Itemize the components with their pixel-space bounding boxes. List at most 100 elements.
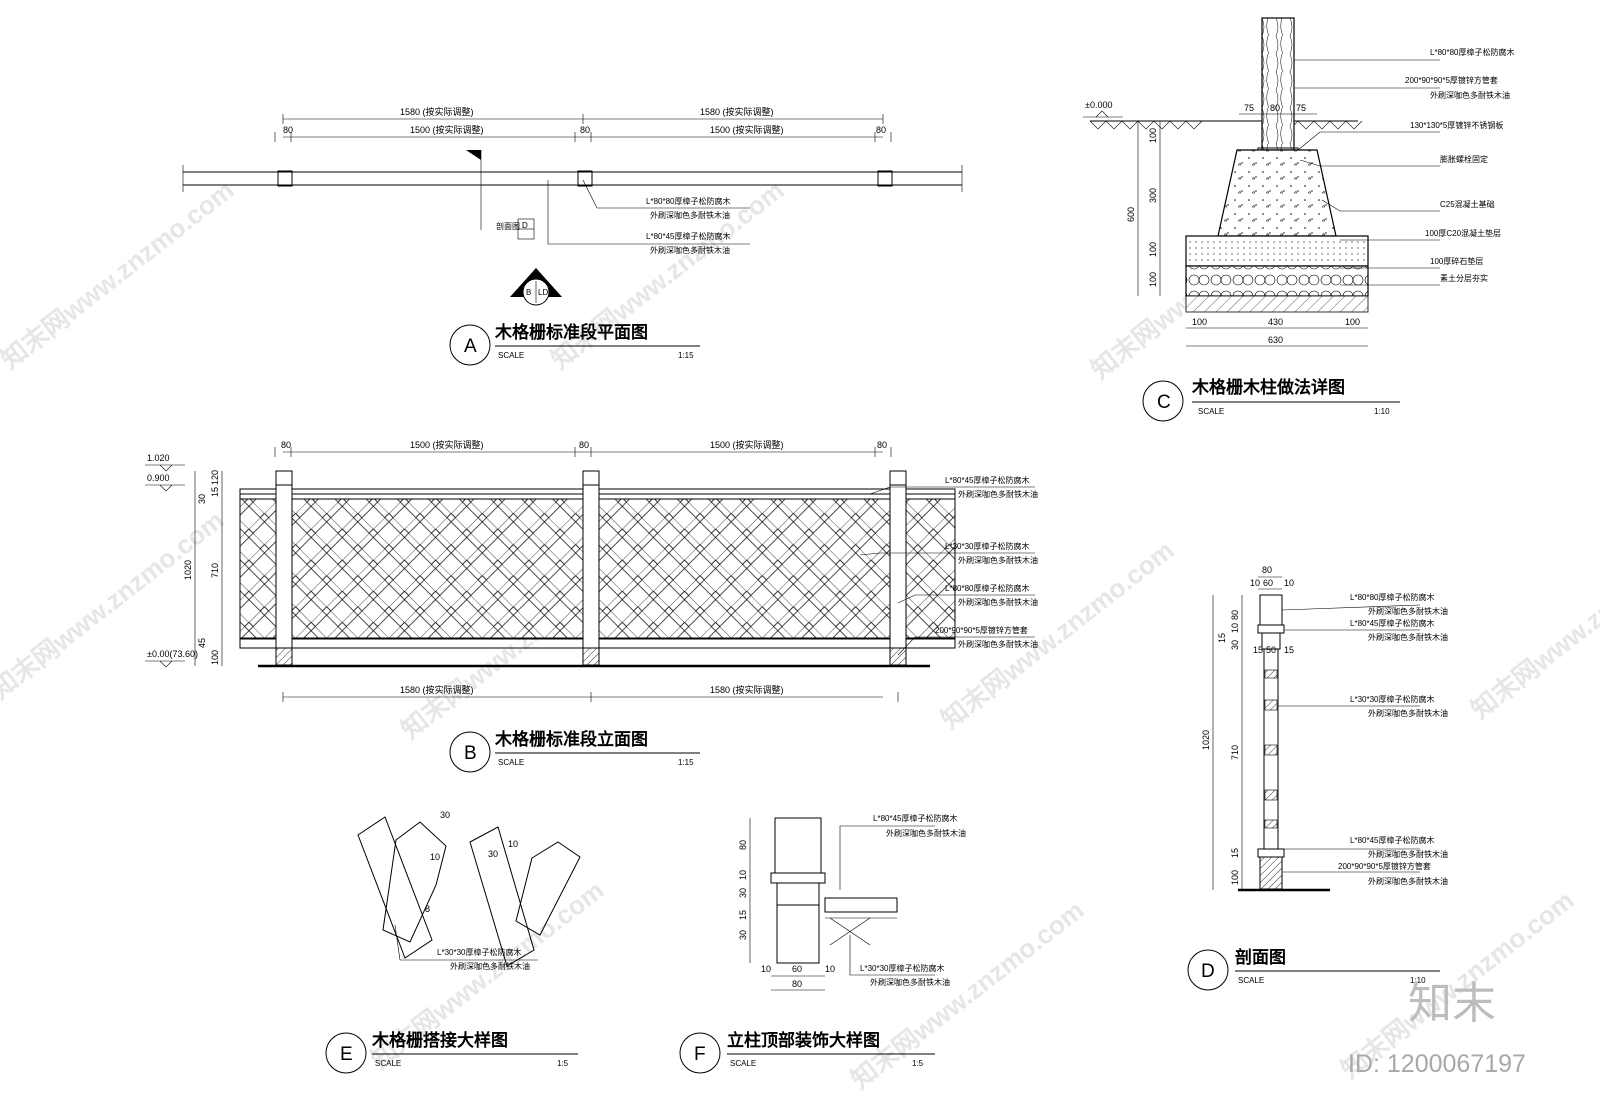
post-note-1: L*80*80厚樟子松防腐木 — [1430, 47, 1514, 57]
view-f-cap-detail: 80 10 30 15 30 10 60 10 80 L*80*45厚樟子松防腐… — [738, 813, 966, 991]
brand-logo-text: 知末 — [1408, 979, 1496, 1028]
elev-note-post-finish: 外刷深咖色多耐铁木油 — [958, 597, 1038, 607]
cap-dim-10: 10 — [825, 964, 835, 974]
title-block-d: D 剖面图 SCALE 1:10 — [1187, 947, 1440, 991]
scale-value: 1:15 — [678, 351, 694, 360]
view-tag: B — [464, 743, 477, 764]
plan-note-post-finish: 外刷深咖色多耐铁木油 — [650, 210, 730, 220]
view-title: 木格栅标准段平面图 — [494, 322, 648, 342]
view-title: 立柱顶部装饰大样图 — [727, 1030, 880, 1050]
scale-label: SCALE — [498, 351, 524, 360]
section-note-10: 外刷深咖色多耐铁木油 — [1368, 876, 1448, 886]
scale-value: 1:5 — [912, 1059, 924, 1068]
lap-dim: 8 — [425, 904, 430, 914]
elev-note-rail: L*80*45厚樟子松防腐木 — [945, 475, 1029, 485]
dim-80: 80 — [281, 440, 291, 450]
section-note-6: 外刷深咖色多耐铁木油 — [1368, 708, 1448, 718]
watermark-text: 知末网www.znzmo.com — [0, 175, 239, 375]
cap-dim-10: 10 — [761, 964, 771, 974]
section-ref-letter: D — [522, 221, 528, 230]
lap-note-2: 外刷深咖色多耐铁木油 — [450, 961, 530, 971]
post-note-3: 外刷深咖色多耐铁木油 — [1430, 90, 1510, 100]
dim-15: 15 — [1284, 645, 1294, 655]
dim-total: 1020 — [1201, 730, 1211, 750]
dim-100: 100 — [1148, 272, 1158, 287]
post-note-8: 100厚碎石垫层 — [1430, 256, 1483, 266]
dim-80: 80 — [876, 125, 886, 135]
cap-dim-30: 30 — [738, 930, 748, 940]
lap-dim: 30 — [488, 849, 498, 859]
cap-dim-60: 60 — [792, 964, 802, 974]
view-b-elevation: 80 80 80 1500 (按实际调整) 1500 (按实际调整) 1.020… — [145, 439, 1038, 702]
cap-note-3: L*30*30厚樟子松防腐木 — [860, 963, 944, 973]
lap-dim: 10 — [430, 852, 440, 862]
level-mid: 0.900 — [147, 473, 170, 483]
elev-note-lattice: L*30*30厚樟子松防腐木 — [945, 541, 1029, 551]
section-note-4: 外刷深咖色多耐铁木油 — [1368, 632, 1448, 642]
watermark-text: 知末网www.znzmo.com — [1465, 525, 1600, 725]
dim-15: 15 — [1217, 633, 1227, 643]
dim-75: 75 — [1296, 103, 1306, 113]
section-note-8: 外刷深咖色多耐铁木油 — [1368, 849, 1448, 859]
dim-60: 60 — [1263, 578, 1273, 588]
dim-710: 710 — [1230, 745, 1240, 760]
dim-300: 300 — [1148, 188, 1158, 203]
dim-80: 80 — [579, 440, 589, 450]
dim-15: 15 — [210, 487, 220, 497]
dim-80: 80 — [580, 125, 590, 135]
view-title: 木格栅搭接大样图 — [371, 1030, 508, 1050]
section-note-5: L*30*30厚樟子松防腐木 — [1350, 694, 1434, 704]
dim-1500-right: 1500 (按实际调整) — [710, 439, 784, 450]
plan-note-post: L*80*80厚樟子松防腐木 — [646, 196, 730, 206]
view-c-post-detail: ±0.000 75 80 75 100 300 600 100 100 100 … — [1083, 17, 1514, 347]
elev-note-sleeve-finish: 外刷深咖色多耐铁木油 — [958, 639, 1038, 649]
view-title: 木格栅木柱做法详图 — [1191, 377, 1345, 397]
view-tag: C — [1157, 392, 1171, 413]
dim-1580-left: 1580 (按实际调整) — [400, 106, 474, 117]
title-block-c: C 木格栅木柱做法详图 SCALE 1:10 — [1142, 377, 1400, 422]
cap-dim-15: 15 — [738, 910, 748, 920]
dim-30: 30 — [1230, 640, 1240, 650]
title-block-e: E 木格栅搭接大样图 SCALE 1:5 — [325, 1030, 578, 1074]
scale-value: 1:15 — [678, 758, 694, 767]
post-note-5: 膨胀螺栓固定 — [1440, 154, 1488, 164]
cap-note-2: 外刷深咖色多耐铁木油 — [886, 828, 966, 838]
dim-80: 80 — [1230, 610, 1240, 620]
level-top: 1.020 — [147, 453, 170, 463]
scale-label: SCALE — [375, 1059, 401, 1068]
symbol-right: LD — [538, 288, 548, 297]
dim-100: 100 — [1192, 317, 1207, 327]
section-ref-label: 剖面图 — [496, 221, 520, 231]
dim-1500-left: 1500 (按实际调整) — [410, 124, 484, 135]
dim-10: 10 — [1284, 578, 1294, 588]
cap-dim-80: 80 — [738, 840, 748, 850]
symbol-left: B — [526, 288, 531, 297]
dim-15: 15 — [1230, 848, 1240, 858]
dim-50: 50 — [1266, 645, 1276, 655]
dim-100: 100 — [1148, 128, 1158, 143]
dim-1580-right: 1580 (按实际调整) — [710, 684, 784, 695]
scale-label: SCALE — [1198, 407, 1224, 416]
section-note-2: 外刷深咖色多耐铁木油 — [1368, 606, 1448, 616]
dim-75: 75 — [1244, 103, 1254, 113]
section-note-7: L*80*45厚樟子松防腐木 — [1350, 835, 1434, 845]
view-a-plan: 1580 (按实际调整) 1580 (按实际调整) 80 80 80 1500 … — [182, 106, 963, 306]
image-id-label: ID: 1200067197 — [1348, 1050, 1526, 1078]
post-note-2: 200*90*90*5厚镀锌方管套 — [1405, 75, 1498, 85]
dim-120: 120 — [210, 470, 220, 485]
view-title: 剖面图 — [1235, 947, 1286, 967]
dim-430: 430 — [1268, 317, 1283, 327]
scale-label: SCALE — [498, 758, 524, 767]
section-note-1: L*80*80厚樟子松防腐木 — [1350, 592, 1434, 602]
dim-630: 630 — [1268, 335, 1283, 345]
dim-total-height: 1020 — [183, 560, 193, 580]
dim-80: 80 — [283, 125, 293, 135]
section-note-3: L*80*45厚樟子松防腐木 — [1350, 618, 1434, 628]
lap-note-1: L*30*30厚樟子松防腐木 — [437, 947, 521, 957]
elev-note-rail-finish: 外刷深咖色多耐铁木油 — [958, 489, 1038, 499]
plan-note-rail-finish: 外刷深咖色多耐铁木油 — [650, 245, 730, 255]
view-tag: A — [464, 336, 477, 357]
dim-600: 600 — [1126, 207, 1136, 222]
lap-dim: 10 — [508, 839, 518, 849]
